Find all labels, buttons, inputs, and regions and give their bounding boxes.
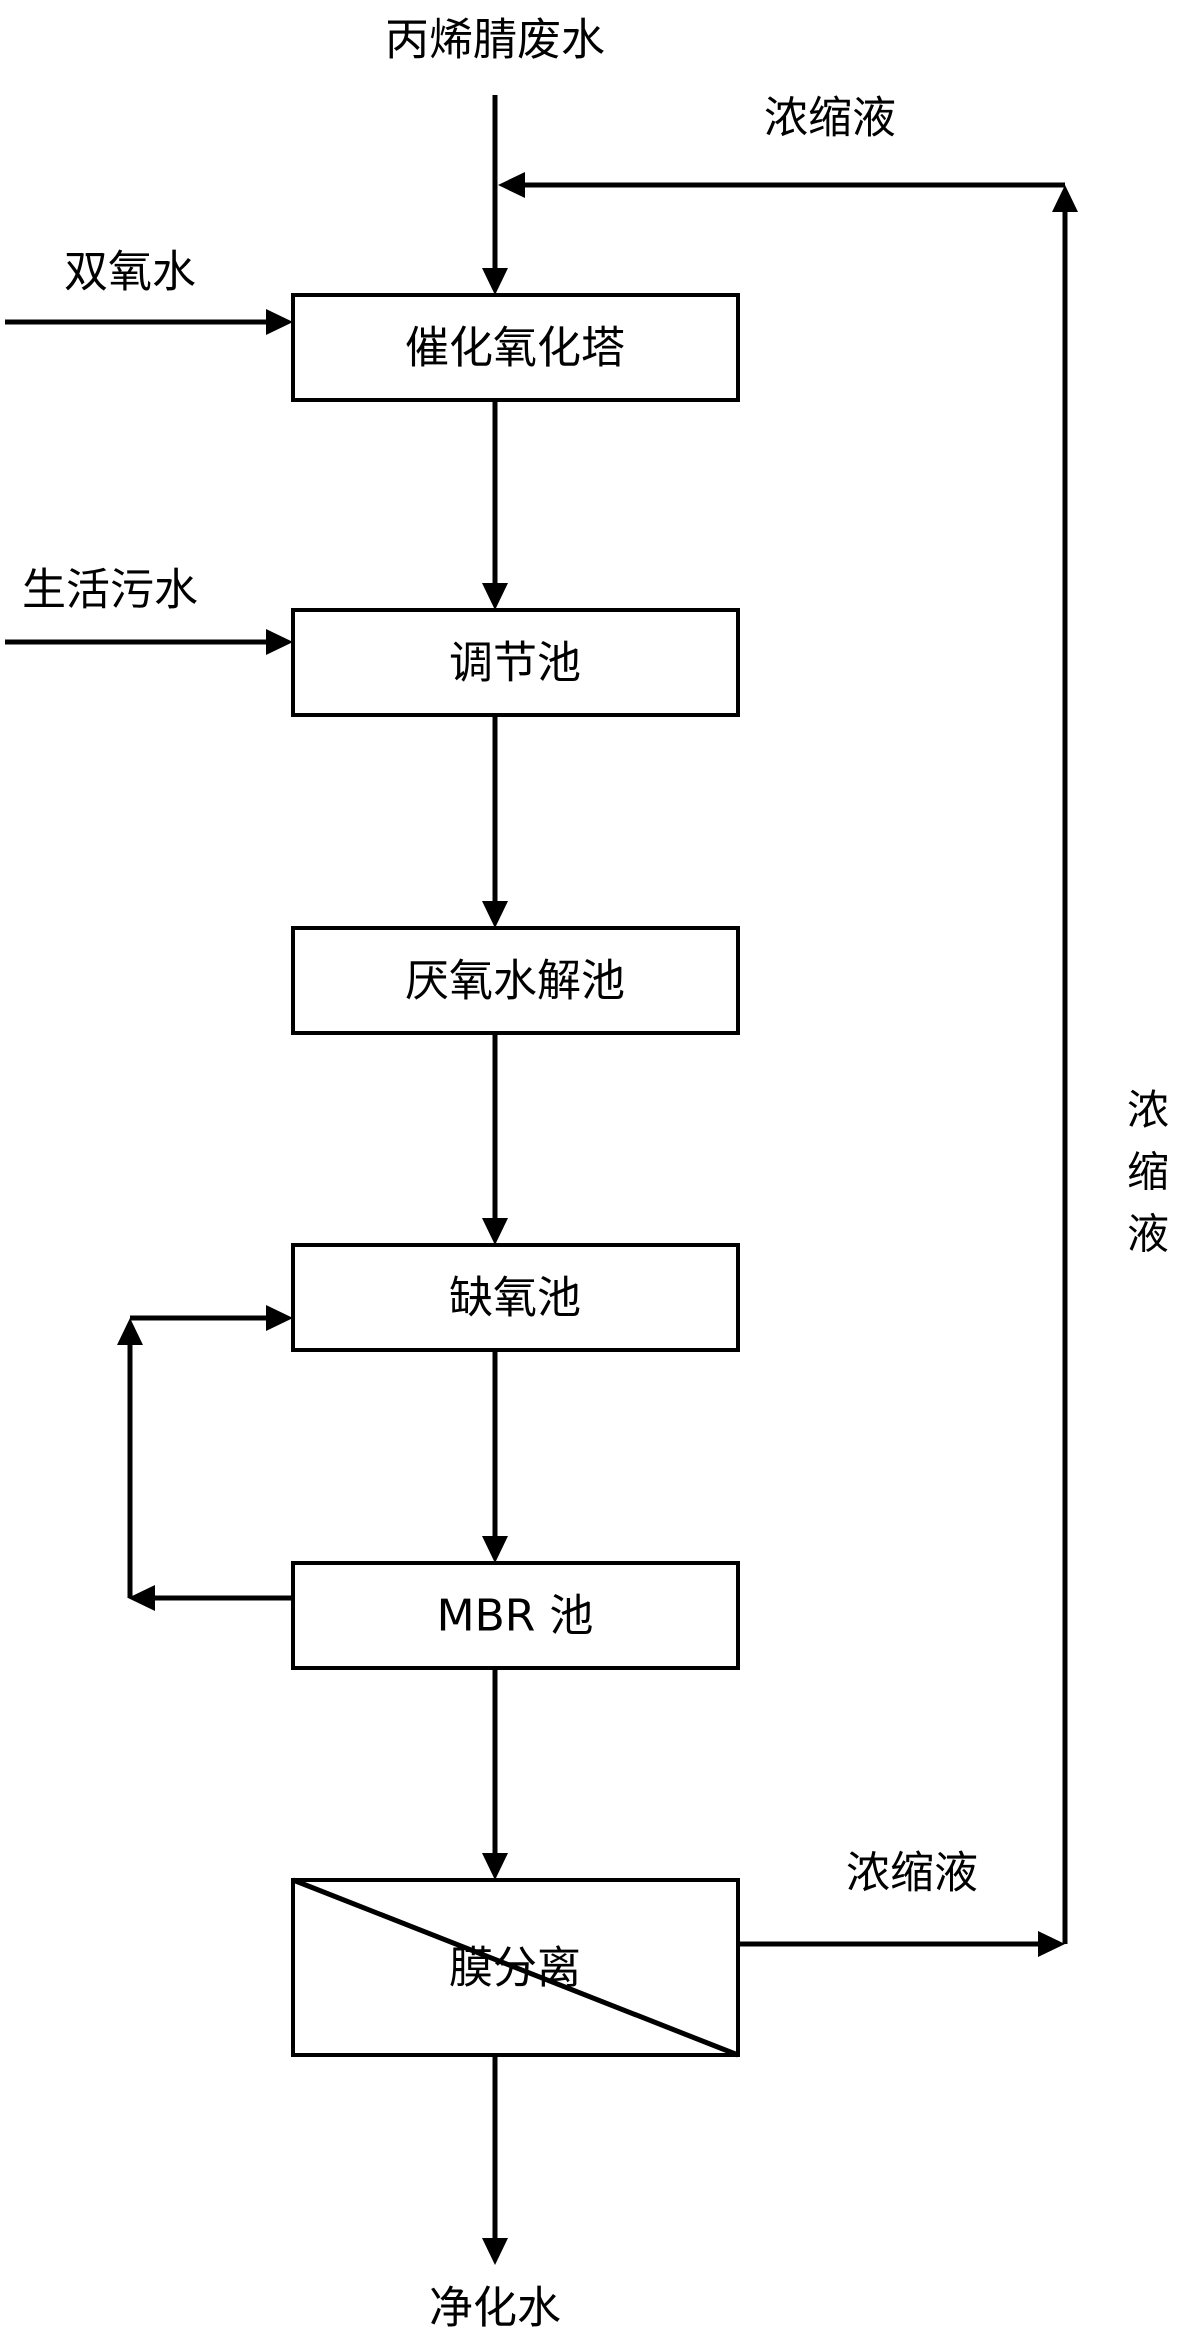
anaerobic-hydrolysis-tank-box: 厌氧水解池 bbox=[291, 926, 740, 1035]
arrow-to-purified-water bbox=[482, 2238, 508, 2265]
arrow-into-anoxic-recycle bbox=[266, 1305, 293, 1331]
concentrate-side-char: 缩 bbox=[1127, 1148, 1169, 1197]
domestic-sewage-label: 生活污水 bbox=[22, 565, 198, 616]
anaerobic-hydrolysis-tank-label: 厌氧水解池 bbox=[405, 956, 625, 1007]
concentrate-membrane-label: 浓缩液 bbox=[846, 1848, 978, 1899]
concentrate-side-char: 液 bbox=[1127, 1210, 1169, 1259]
arrow-hydrogen-peroxide bbox=[266, 309, 293, 335]
arrow-into-mbr bbox=[482, 1536, 508, 1563]
mbr-tank-label: MBR 池 bbox=[437, 1591, 594, 1642]
anoxic-tank-label: 缺氧池 bbox=[449, 1273, 581, 1324]
concentrate-side-char: 浓 bbox=[1127, 1086, 1169, 1135]
concentrate-top-label: 浓缩液 bbox=[764, 93, 896, 144]
arrow-into-anoxic bbox=[482, 1218, 508, 1245]
purified-water-label: 净化水 bbox=[429, 2283, 561, 2334]
catalytic-oxidation-tower-box: 催化氧化塔 bbox=[291, 293, 740, 402]
arrow-concentrate-out bbox=[1038, 1931, 1065, 1957]
acrylonitrile-wastewater-label: 丙烯腈废水 bbox=[385, 15, 605, 66]
hydrogen-peroxide-label: 双氧水 bbox=[64, 247, 196, 298]
regulating-tank-box: 调节池 bbox=[291, 608, 740, 717]
arrow-domestic-sewage bbox=[266, 629, 293, 655]
arrow-concentrate-up bbox=[1052, 185, 1078, 212]
membrane-separation-box: 膜分离 bbox=[291, 1877, 740, 2058]
catalytic-oxidation-tower-label: 催化氧化塔 bbox=[405, 323, 625, 374]
membrane-diagonal bbox=[292, 1877, 739, 2058]
anoxic-tank-box: 缺氧池 bbox=[291, 1243, 740, 1352]
arrow-into-regulating bbox=[482, 583, 508, 610]
membrane-separation-label: 膜分离 bbox=[449, 1943, 581, 1994]
regulating-tank-label: 调节池 bbox=[449, 638, 581, 689]
arrow-mbr-recycle-up bbox=[117, 1318, 143, 1345]
arrow-mbr-recycle-left bbox=[128, 1585, 155, 1611]
concentrate-side-label: 浓缩液 bbox=[1127, 1086, 1169, 1259]
arrow-into-membrane bbox=[482, 1853, 508, 1880]
arrow-concentrate-into-main bbox=[498, 172, 525, 198]
arrow-into-anaerobic bbox=[482, 901, 508, 928]
arrow-into-tower bbox=[482, 268, 508, 295]
mbr-tank-box: MBR 池 bbox=[291, 1561, 740, 1670]
